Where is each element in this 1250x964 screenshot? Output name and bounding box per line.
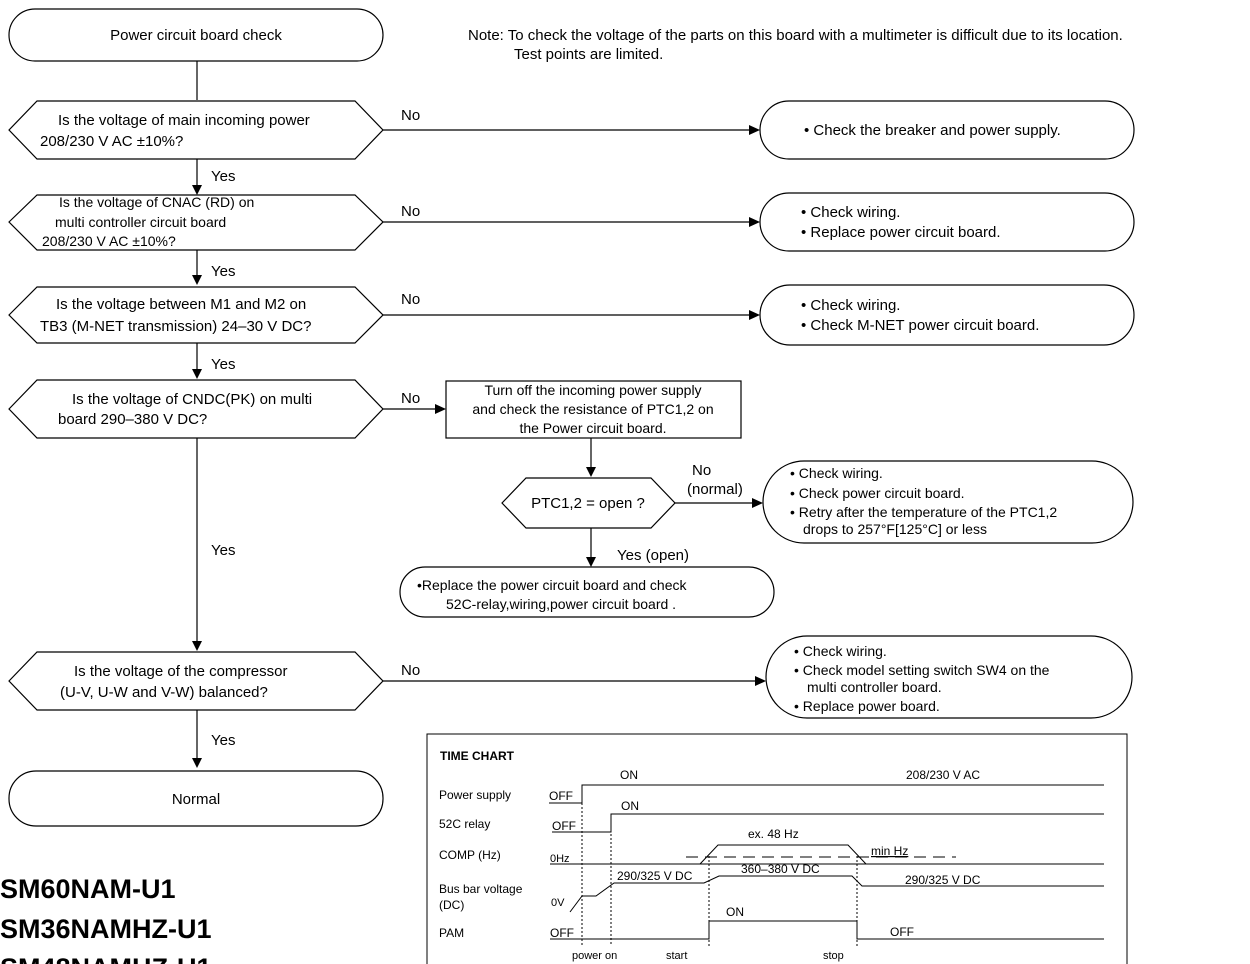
result-2-line-2: • Replace power circuit board. — [801, 224, 1001, 241]
event-power-on: power on — [572, 950, 617, 962]
row-comp-hz: COMP (Hz) — [439, 848, 501, 862]
d2-yes-label: Yes — [211, 263, 235, 280]
decision-4: Is the voltage of CNDC(PK) on multi boar… — [8, 379, 384, 439]
supply-ac-label: 208/230 V AC — [906, 768, 980, 782]
decision-4-line-2: board 290–380 V DC? — [58, 411, 207, 428]
decision-2-line-3: 208/230 V AC ±10%? — [42, 233, 176, 249]
row-bus-bar-dc: (DC) — [439, 898, 464, 912]
model-1: SM60NAM-U1 — [0, 874, 176, 904]
decision-2-line-1: Is the voltage of CNAC (RD) on — [59, 194, 254, 210]
result-5-line-1: • Check wiring. — [794, 643, 887, 659]
min-hz-label: min Hz — [871, 844, 908, 858]
decision-5-line-2: (U-V, U-W and V-W) balanced? — [60, 684, 268, 701]
model-list: SM60NAM-U1 SM36NAMHZ-U1 SM48NAMHZ-U1 — [0, 874, 212, 964]
ptc-open-result-line-2: 52C-relay,wiring,power circuit board . — [446, 596, 676, 612]
dc-high-label: 360–380 V DC — [741, 862, 820, 876]
note-line-1: Note: To check the voltage of the parts … — [468, 27, 1123, 44]
ptc-no-normal-label: (normal) — [687, 481, 743, 498]
pam-on-label: ON — [726, 905, 744, 919]
ptc-check-box: Turn off the incoming power supply and c… — [445, 380, 742, 439]
decision-4-line-1: Is the voltage of CNDC(PK) on multi — [72, 391, 312, 408]
note: Note: To check the voltage of the parts … — [468, 27, 1123, 63]
relay-off-label: OFF — [552, 819, 576, 833]
power-on-label: ON — [620, 768, 638, 782]
d2-no-label: No — [401, 203, 420, 220]
ptc-check-line-1: Turn off the incoming power supply — [484, 382, 701, 398]
result-3-line-1: • Check wiring. — [801, 297, 900, 314]
decision-2: Is the voltage of CNAC (RD) on multi con… — [8, 194, 384, 251]
result-2: • Check wiring. • Replace power circuit … — [759, 192, 1135, 252]
row-power-supply: Power supply — [439, 788, 511, 802]
ptc-check-line-3: the Power circuit board. — [519, 420, 666, 436]
hz-48-label: ex. 48 Hz — [748, 827, 799, 841]
end-label: Normal — [172, 791, 220, 808]
decision-3-line-2: TB3 (M-NET transmission) 24–30 V DC? — [40, 318, 311, 335]
decision-2-line-2: multi controller circuit board — [55, 214, 226, 230]
note-line-2: Test points are limited. — [514, 46, 663, 63]
decision-1-line-2: 208/230 V AC ±10%? — [40, 133, 183, 150]
model-2: SM36NAMHZ-U1 — [0, 914, 212, 944]
row-pam: PAM — [439, 926, 464, 940]
row-52c-relay: 52C relay — [439, 817, 490, 831]
time-chart: TIME CHART Power supply 52C relay COMP (… — [426, 733, 1128, 964]
d4-yes-label: Yes — [211, 542, 235, 559]
ptc-result-line-1: • Check wiring. — [790, 465, 883, 481]
result-2-line-1: • Check wiring. — [801, 204, 900, 221]
decision-5: Is the voltage of the compressor (U-V, U… — [8, 651, 384, 711]
result-1: • Check the breaker and power supply. — [759, 100, 1135, 160]
decision-1: Is the voltage of main incoming power 20… — [8, 100, 384, 160]
result-5-line-2: • Check model setting switch SW4 on the — [794, 662, 1050, 678]
ptc-decision: PTC1,2 = open ? — [501, 477, 676, 529]
start-label: Power circuit board check — [110, 27, 282, 44]
decision-5-line-1: Is the voltage of the compressor — [74, 663, 287, 680]
model-3: SM48NAMHZ-U1 — [0, 953, 212, 964]
bus-zero-label: 0V — [551, 897, 565, 909]
decision-3: Is the voltage between M1 and M2 on TB3 … — [8, 286, 384, 344]
ptc-open-result-line-1: •Replace the power circuit board and che… — [417, 577, 687, 593]
ptc-result-line-2: • Check power circuit board. — [790, 485, 965, 501]
d1-yes-label: Yes — [211, 168, 235, 185]
decision-3-line-1: Is the voltage between M1 and M2 on — [56, 296, 306, 313]
ptc-no-label: No — [692, 462, 711, 479]
d4-no-label: No — [401, 390, 420, 407]
d5-no-label: No — [401, 662, 420, 679]
row-bus-bar-voltage: Bus bar voltage — [439, 882, 523, 896]
pam-off-label: OFF — [550, 926, 574, 940]
result-5-line-4: • Replace power board. — [794, 698, 940, 714]
dc-low-label-1: 290/325 V DC — [617, 869, 693, 883]
time-chart-title: TIME CHART — [440, 749, 515, 763]
ptc-yes-open-label: Yes (open) — [617, 547, 689, 564]
ptc-decision-label: PTC1,2 = open ? — [531, 495, 645, 512]
result-3: • Check wiring. • Check M-NET power circ… — [759, 284, 1135, 346]
power-off-label: OFF — [549, 789, 573, 803]
decision-1-line-1: Is the voltage of main incoming power — [58, 112, 310, 129]
ptc-result-line-3: • Retry after the temperature of the PTC… — [790, 504, 1057, 520]
comp-zero-label: 0Hz — [550, 853, 570, 865]
start-terminal: Power circuit board check — [8, 8, 384, 62]
end-terminal: Normal — [8, 770, 384, 827]
ptc-open-result: •Replace the power circuit board and che… — [399, 566, 775, 618]
d3-yes-label: Yes — [211, 356, 235, 373]
result-1-line-1: • Check the breaker and power supply. — [804, 122, 1061, 139]
event-stop: stop — [823, 950, 844, 962]
ptc-result: • Check wiring. • Check power circuit bo… — [762, 460, 1134, 544]
d5-yes-label: Yes — [211, 732, 235, 749]
relay-on-label: ON — [621, 799, 639, 813]
event-start: start — [666, 950, 687, 962]
d1-no-label: No — [401, 107, 420, 124]
ptc-check-line-2: and check the resistance of PTC1,2 on — [472, 401, 713, 417]
pam-off-label-2: OFF — [890, 925, 914, 939]
result-5: • Check wiring. • Check model setting sw… — [765, 635, 1133, 719]
ptc-result-line-4: drops to 257°F[125°C] or less — [803, 521, 987, 537]
result-5-line-3: multi controller board. — [807, 679, 942, 695]
d3-no-label: No — [401, 291, 420, 308]
result-3-line-2: • Check M-NET power circuit board. — [801, 317, 1039, 334]
dc-low-label-2: 290/325 V DC — [905, 873, 981, 887]
